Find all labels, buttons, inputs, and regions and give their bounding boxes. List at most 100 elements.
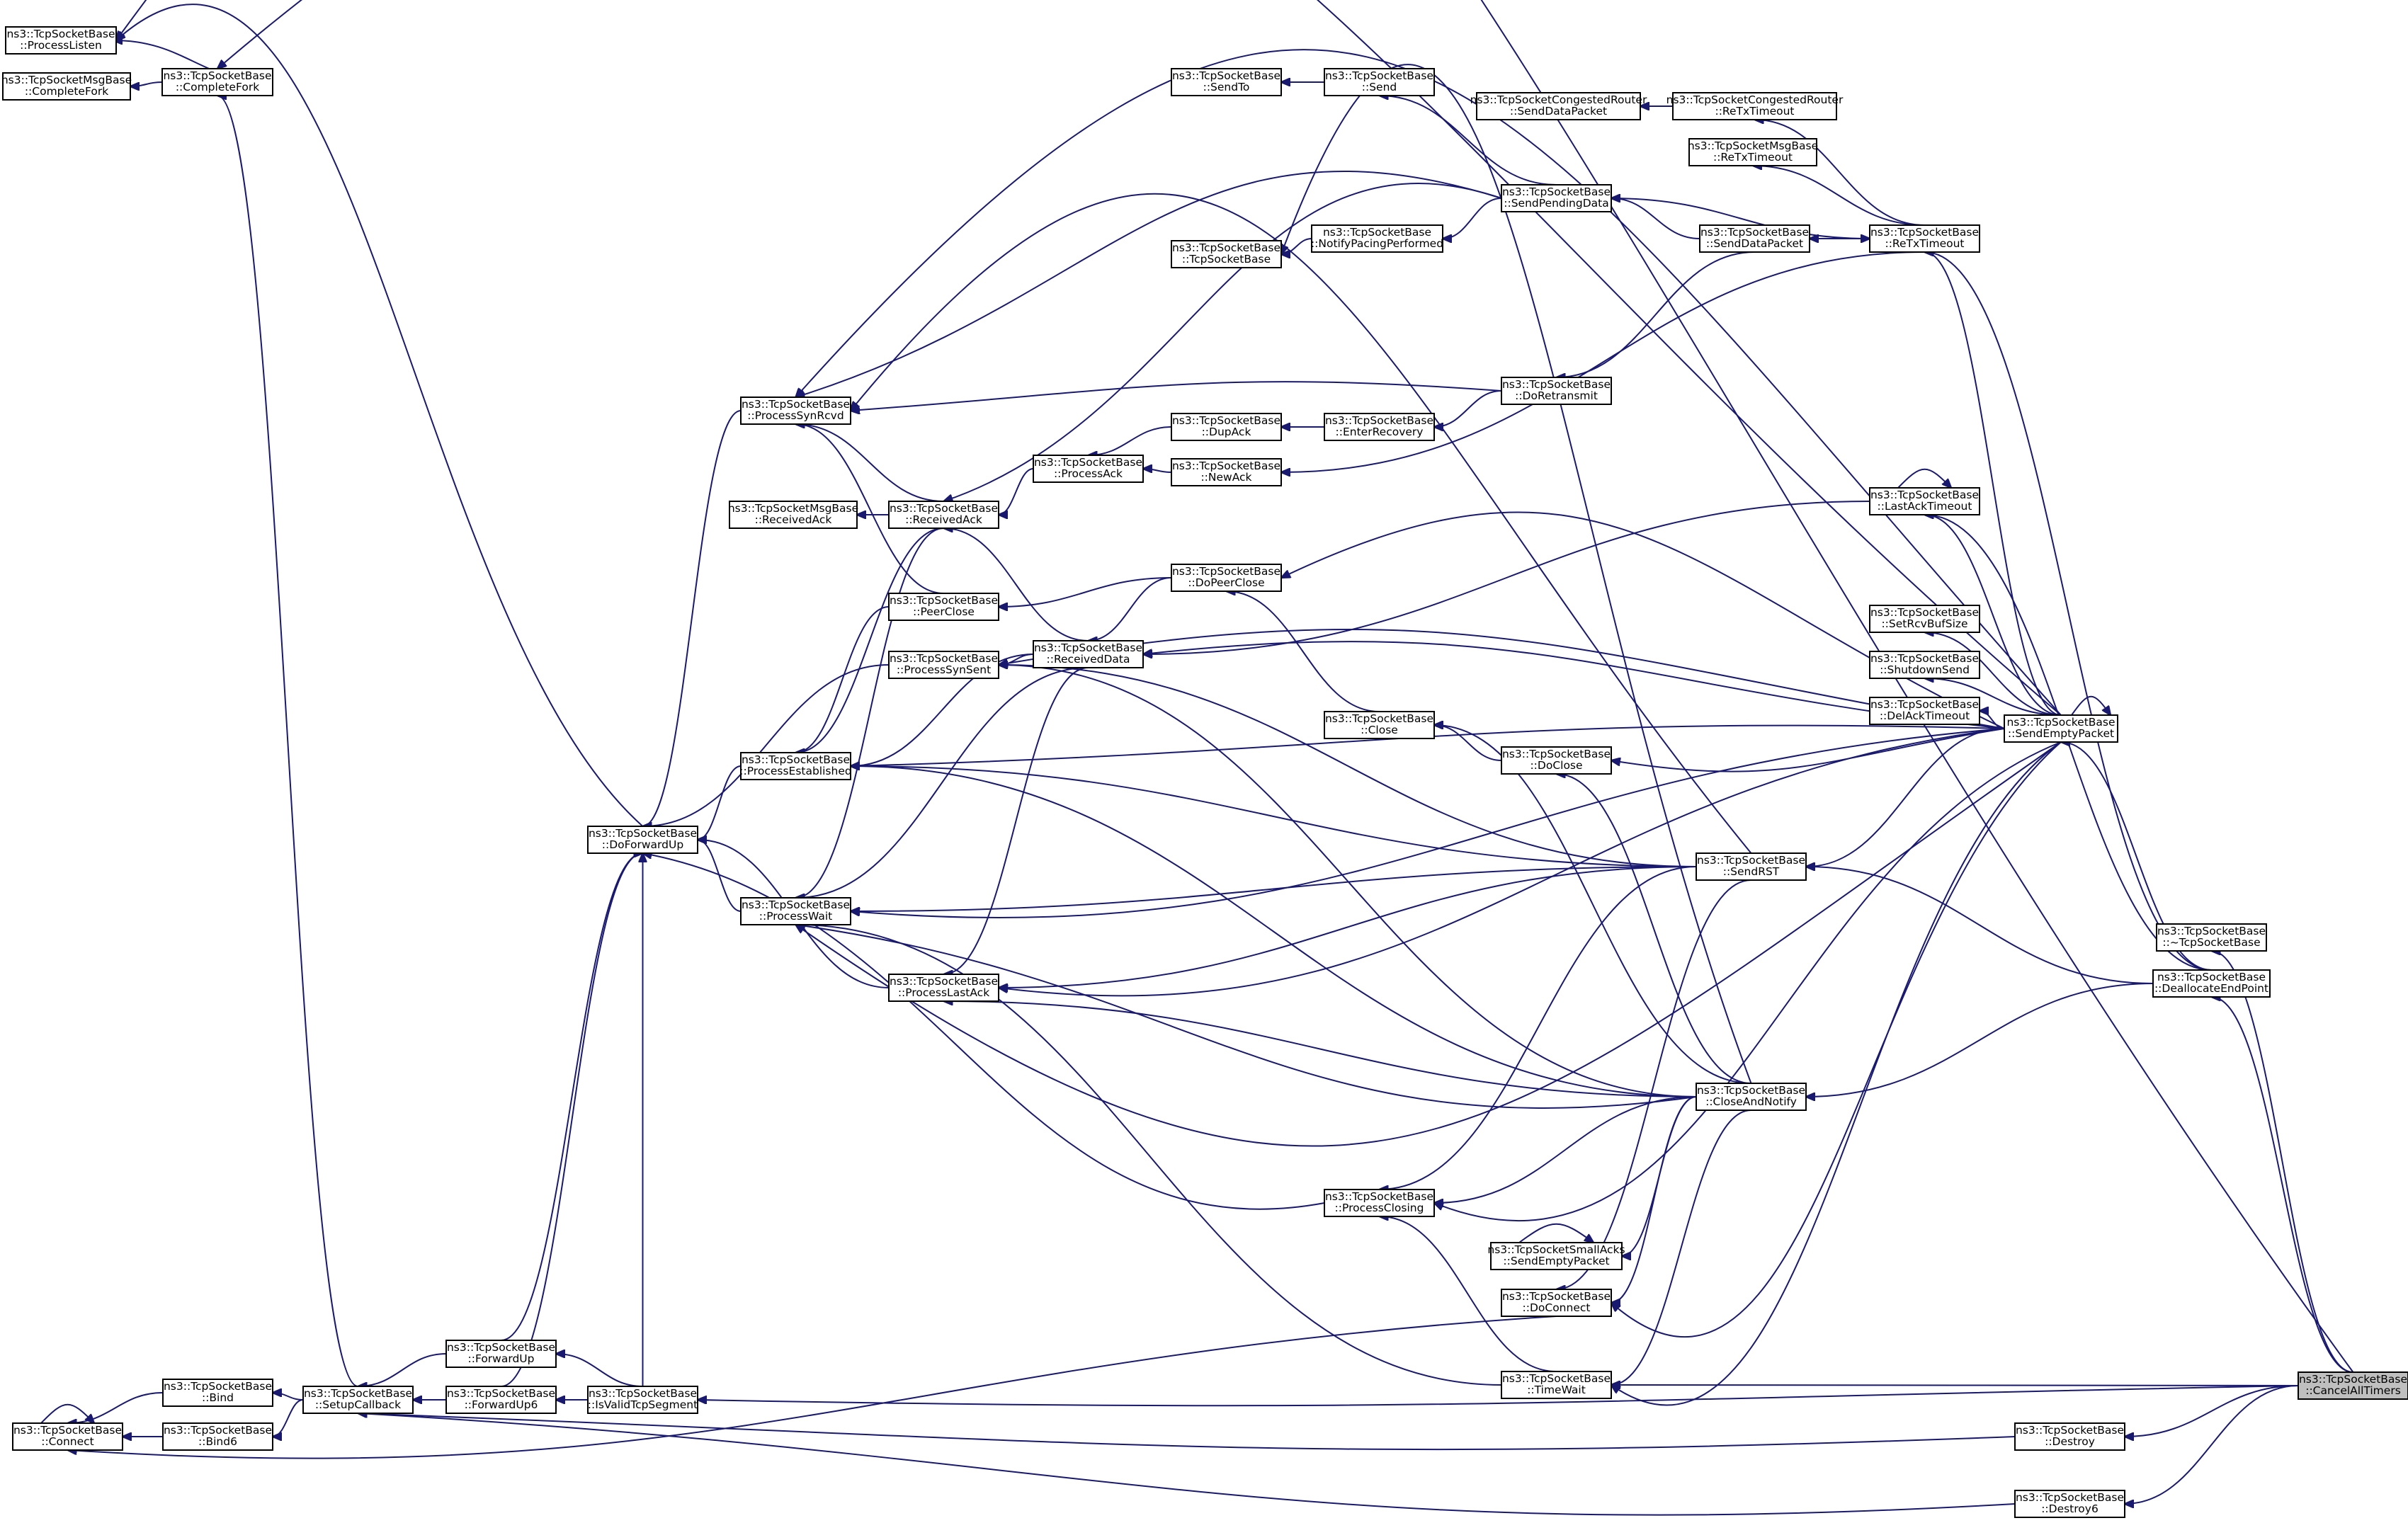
node-send[interactable]: ns3::TcpSocketBase::Send bbox=[1324, 68, 1435, 96]
node-label-line2: ::SetupCallback bbox=[315, 1398, 401, 1411]
node-closeandnotify[interactable]: ns3::TcpSocketBase::CloseAndNotify bbox=[1696, 1083, 1807, 1111]
node-setrcvbufsize[interactable]: ns3::TcpSocketBase::SetRcvBufSize bbox=[1869, 605, 1980, 633]
node-box bbox=[2156, 923, 2267, 952]
node-shutdownsend[interactable]: ns3::TcpSocketBase::ShutdownSend bbox=[1869, 651, 1980, 679]
node-forwardup[interactable]: ns3::TcpSocketBase::ForwardUp bbox=[445, 1340, 557, 1368]
node-destroy6[interactable]: ns3::TcpSocketBase::Destroy6 bbox=[2014, 1490, 2125, 1518]
node-newack[interactable]: ns3::TcpSocketBase::NewAck bbox=[1171, 458, 1282, 486]
node-box bbox=[5, 26, 117, 55]
node-processlisten[interactable]: ns3::TcpSocketBase::ProcessListen bbox=[5, 26, 117, 55]
node-sendto[interactable]: ns3::TcpSocketBase::SendTo bbox=[1171, 68, 1282, 96]
node-label-line1: ns3::TcpSocketBase bbox=[2157, 971, 2266, 983]
node-processwait[interactable]: ns3::TcpSocketBase::ProcessWait bbox=[740, 897, 851, 925]
node-bind6[interactable]: ns3::TcpSocketBase::Bind6 bbox=[162, 1422, 273, 1451]
node-label-line2: ::SetRcvBufSize bbox=[1881, 617, 1967, 630]
node-msg_retxtimeout[interactable]: ns3::TcpSocketMsgBase::ReTxTimeout bbox=[1688, 138, 1818, 166]
node-label-line1: ns3::TcpSocketBase bbox=[1034, 641, 1142, 654]
node-destroy[interactable]: ns3::TcpSocketBase::Destroy bbox=[2014, 1422, 2125, 1451]
node-msg_completefork[interactable]: ns3::TcpSocketMsgBase::CompleteFork bbox=[1, 72, 132, 101]
node-delacktimeout[interactable]: ns3::TcpSocketBase::DelAckTimeout bbox=[1869, 697, 1980, 725]
node-label-line1: ns3::TcpSocketBase bbox=[447, 1341, 555, 1354]
node-msg_receivedack[interactable]: ns3::TcpSocketMsgBase::ReceivedAck bbox=[728, 501, 858, 529]
node-completefork[interactable]: ns3::TcpSocketBase::CompleteFork bbox=[161, 68, 273, 96]
node-label-line1: ns3::TcpSocketBase bbox=[589, 1387, 697, 1400]
edge-newack-to-processack bbox=[1143, 469, 1172, 472]
node-label-line2: ::DoConnect bbox=[1523, 1301, 1591, 1314]
node-label-line2: ::SendTo bbox=[1203, 81, 1250, 93]
node-receiveddata[interactable]: ns3::TcpSocketBase::ReceivedData bbox=[1033, 640, 1144, 668]
node-processsynrcvd[interactable]: ns3::TcpSocketBase::ProcessSynRcvd bbox=[740, 397, 851, 425]
node-label-line2: ::ForwardUp bbox=[468, 1352, 535, 1365]
node-label-line2: ::Send bbox=[1362, 81, 1397, 93]
node-doconnect[interactable]: ns3::TcpSocketBase::DoConnect bbox=[1501, 1289, 1612, 1317]
edge-smallacks_sendempty-to-smallacks_sendempty bbox=[1518, 1223, 1594, 1243]
node-retxtimeout[interactable]: ns3::TcpSocketBase::ReTxTimeout bbox=[1869, 224, 1980, 253]
node-sendpendingdata[interactable]: ns3::TcpSocketBase::SendPendingData bbox=[1501, 184, 1612, 212]
node-lastacktimeout[interactable]: ns3::TcpSocketBase::LastAckTimeout bbox=[1869, 487, 1980, 515]
node-box bbox=[1696, 852, 1807, 881]
node-connect[interactable]: ns3::TcpSocketBase::Connect bbox=[12, 1422, 123, 1451]
node-receivedack[interactable]: ns3::TcpSocketBase::ReceivedAck bbox=[888, 501, 999, 529]
node-processack[interactable]: ns3::TcpSocketBase::ProcessAck bbox=[1033, 455, 1144, 483]
node-label-line2: ::ReTxTimeout bbox=[1715, 105, 1794, 118]
node-label-line2: ::ShutdownSend bbox=[1880, 663, 1970, 676]
node-senddatapacket[interactable]: ns3::TcpSocketBase::SendDataPacket bbox=[1699, 224, 1810, 253]
node-label-line2: ::TimeWait bbox=[1527, 1384, 1586, 1396]
node-processlastack[interactable]: ns3::TcpSocketBase::ProcessLastAck bbox=[888, 974, 999, 1002]
node-sendrst[interactable]: ns3::TcpSocketBase::SendRST bbox=[1696, 852, 1807, 881]
node-label-line1: ns3::TcpSocketBase bbox=[589, 827, 697, 840]
node-box bbox=[1171, 413, 1282, 441]
node-bind[interactable]: ns3::TcpSocketBase::Bind bbox=[162, 1379, 273, 1407]
node-cong_retxtimeout[interactable]: ns3::TcpSocketCongestedRouter::ReTxTimeo… bbox=[1666, 92, 1844, 120]
edge-deallocateendpoint-to-sendemptypacket bbox=[2061, 742, 2212, 971]
edge-setcallback-to-completefork bbox=[217, 96, 358, 1387]
node-notifypacing[interactable]: ns3::TcpSocketBase::NotifyPacingPerforme… bbox=[1311, 224, 1443, 253]
node-label-line1: ns3::TcpSocketBase bbox=[2016, 1491, 2124, 1504]
edge-sendemptypacket-to-sendrst bbox=[1806, 728, 2005, 867]
node-label-line2: ::ProcessAck bbox=[1054, 467, 1123, 480]
node-box bbox=[1171, 68, 1282, 96]
node-setcallback[interactable]: ns3::TcpSocketBase::SetupCallback bbox=[302, 1386, 414, 1414]
node-timewait[interactable]: ns3::TcpSocketBase::TimeWait bbox=[1501, 1371, 1612, 1399]
node-label-line1: ns3::TcpSocketBase bbox=[890, 652, 998, 665]
node-box bbox=[445, 1386, 557, 1414]
node-box bbox=[888, 651, 999, 679]
node-dopeerclose[interactable]: ns3::TcpSocketBase::DoPeerClose bbox=[1171, 564, 1282, 592]
node-label-line2: ::ReceivedAck bbox=[755, 513, 832, 526]
node-destructor[interactable]: ns3::TcpSocketBase::~TcpSocketBase bbox=[2156, 923, 2267, 952]
edge-sendemptypacket-to-processsynsent bbox=[999, 629, 2005, 729]
node-box bbox=[1171, 564, 1282, 592]
node-label-line1: ns3::TcpSocketBase bbox=[1870, 489, 1979, 501]
node-processclosing[interactable]: ns3::TcpSocketBase::ProcessClosing bbox=[1324, 1189, 1435, 1217]
node-doforwardup[interactable]: ns3::TcpSocketBase::DoForwardUp bbox=[587, 826, 698, 854]
node-smallacks_sendempty[interactable]: ns3::TcpSocketSmallAcks::SendEmptyPacket bbox=[1487, 1242, 1625, 1270]
node-isvalidtcpsegment[interactable]: ns3::TcpSocketBase::IsValidTcpSegment bbox=[587, 1386, 698, 1414]
node-sendemptypacket[interactable]: ns3::TcpSocketBase::SendEmptyPacket bbox=[2004, 714, 2118, 743]
edge-forwardup6-to-doforwardup bbox=[501, 853, 643, 1387]
node-processestablished[interactable]: ns3::TcpSocketBase::ProcessEstablished bbox=[739, 752, 852, 780]
node-doclose[interactable]: ns3::TcpSocketBase::DoClose bbox=[1501, 746, 1612, 775]
node-box bbox=[1501, 1371, 1612, 1399]
node-label-line2: ::ProcessWait bbox=[759, 910, 832, 923]
edge-closeandnotify-to-close bbox=[1434, 725, 1751, 1084]
node-peerclose[interactable]: ns3::TcpSocketBase::PeerClose bbox=[888, 593, 999, 621]
node-label-line1: ns3::TcpSocketBase bbox=[742, 753, 850, 766]
node-doretransmit[interactable]: ns3::TcpSocketBase::DoRetransmit bbox=[1501, 377, 1612, 405]
node-label-line2: ::ProcessSynSent bbox=[897, 663, 991, 676]
node-cong_senddatapacket[interactable]: ns3::TcpSocketCongestedRouter::SendDataP… bbox=[1470, 92, 1647, 120]
edge-sendpendingdata-to-send bbox=[1380, 96, 1557, 186]
node-dupack[interactable]: ns3::TcpSocketBase::DupAck bbox=[1171, 413, 1282, 441]
node-forwardup6[interactable]: ns3::TcpSocketBase::ForwardUp6 bbox=[445, 1386, 557, 1414]
edge-sendemptypacket-to-processlastack bbox=[999, 728, 2005, 997]
node-label-line2: ::LastAckTimeout bbox=[1878, 500, 1972, 513]
node-cancelalltimers[interactable]: ns3::TcpSocketBase::CancelAllTimers bbox=[2298, 1371, 2408, 1400]
node-close[interactable]: ns3::TcpSocketBase::Close bbox=[1324, 711, 1435, 739]
node-box bbox=[740, 752, 851, 780]
node-box bbox=[2014, 1490, 2125, 1518]
node-deallocateendpoint[interactable]: ns3::TcpSocketBase::DeallocateEndPoint bbox=[2152, 969, 2271, 998]
node-label-line1: ns3::TcpSocketBase bbox=[1870, 698, 1979, 711]
edge-sendemptypacket-to-timewait bbox=[1611, 741, 2062, 1406]
node-tcpsocketbase[interactable]: ns3::TcpSocketBase::TcpSocketBase bbox=[1171, 240, 1282, 268]
node-enterrecovery[interactable]: ns3::TcpSocketBase::EnterRecovery bbox=[1324, 413, 1435, 441]
node-processsynsent[interactable]: ns3::TcpSocketBase::ProcessSynSent bbox=[888, 651, 999, 679]
